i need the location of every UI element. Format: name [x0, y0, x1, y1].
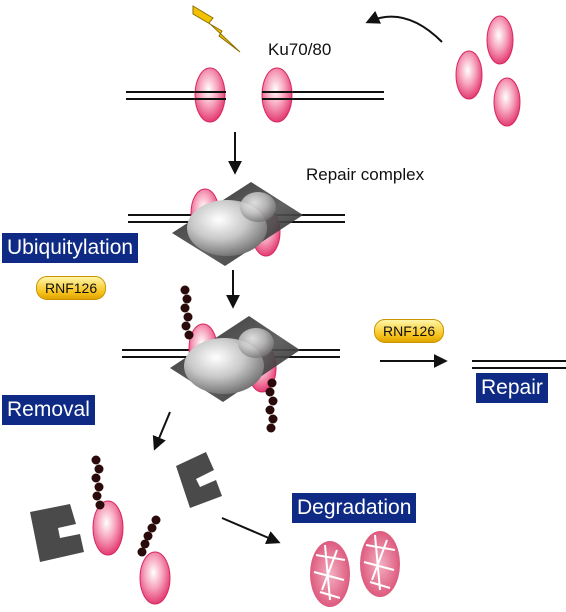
ubiquitin-chain: [265, 378, 278, 433]
lightning-icon: [192, 5, 241, 53]
rnf126-right-badge: RNF126: [374, 319, 445, 343]
rnf126-left-badge: RNF126: [36, 276, 107, 300]
repair-complex-label: Repair complex: [306, 165, 425, 184]
degradation-box: Degradation: [292, 493, 417, 523]
step-arrow: [152, 411, 171, 451]
ubiquitylated-complex-step3: [122, 285, 340, 433]
repaired-dna: [472, 360, 566, 369]
repair-complex-step2: [128, 182, 345, 266]
degradation-arrow: [221, 517, 281, 545]
dna-break-step1: [126, 67, 384, 123]
repair-box: Repair: [476, 373, 548, 403]
ku-label: Ku70/80: [268, 40, 332, 59]
released-components: [30, 452, 222, 605]
ku-protein: [194, 67, 226, 123]
ku-protein: [261, 67, 293, 123]
free-ku-proteins: [455, 15, 521, 127]
degraded-ku: [310, 531, 400, 607]
removal-box: Removal: [2, 395, 95, 425]
ubiquitylation-box: Ubiquitylation: [2, 233, 139, 263]
ubiquitin-chain: [180, 285, 194, 340]
recruitment-arrow: [365, 10, 443, 43]
